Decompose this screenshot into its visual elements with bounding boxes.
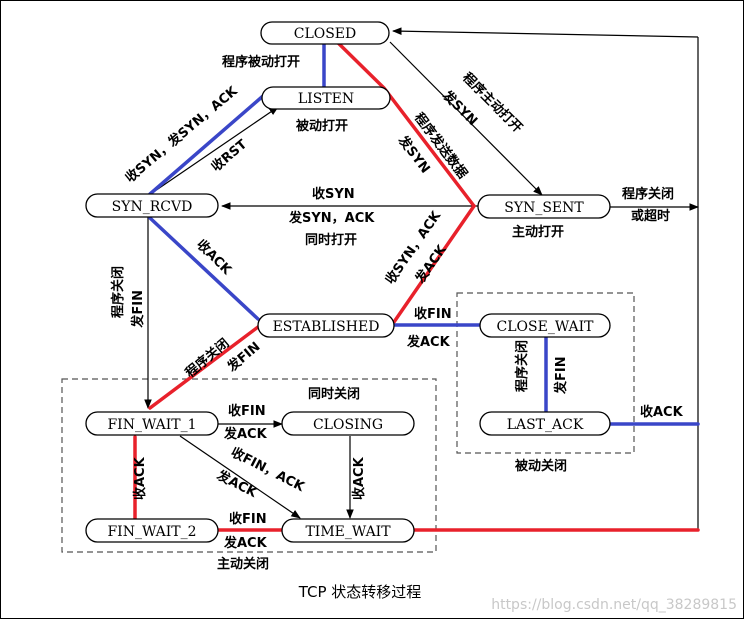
label-active-close: 主动关闭 — [217, 556, 269, 572]
server-path — [148, 42, 700, 426]
state-closed-label: CLOSED — [294, 26, 357, 42]
state-syn-sent-label: SYN_SENT — [504, 200, 584, 216]
label-close-fin-a: 程序关闭 — [110, 266, 126, 318]
state-closed: CLOSED — [260, 21, 390, 45]
label-simul-open-a: 收SYN — [312, 186, 355, 202]
label-fw1-recv-fin-b: 发ACK — [223, 426, 268, 442]
watermark: https://blog.csdn.net/qq_38289815 — [491, 597, 737, 613]
label-simul-open-b: 发SYN，ACK — [288, 210, 375, 226]
state-syn-rcvd: SYN_RCVD — [85, 193, 219, 218]
state-listen: LISTEN — [261, 86, 391, 110]
label-last-ack-recv: 收ACK — [640, 404, 684, 420]
label-recv-rst: 收RST — [208, 136, 250, 175]
active-close-box — [61, 378, 437, 553]
state-established-label: ESTABLISHED — [273, 319, 380, 335]
state-fin-wait-1: FIN_WAIT_1 — [85, 411, 219, 436]
label-cw-close-b: 发FIN — [553, 356, 569, 395]
state-established: ESTABLISHED — [257, 313, 395, 338]
state-fin-wait-2: FIN_WAIT_2 — [85, 518, 219, 543]
label-close-fin-b: 发FIN — [130, 290, 146, 329]
label-est-recv-fin-a: 收FIN — [414, 306, 452, 322]
label-closing-recv-ack: 收ACK — [351, 456, 367, 500]
label-fw1-recv-ack: 收ACK — [132, 456, 148, 500]
label-cw-close-a: 程序关闭 — [514, 340, 530, 392]
state-last-ack-label: LAST_ACK — [507, 417, 584, 433]
label-close-timeout-a: 程序关闭 — [622, 186, 674, 202]
diagram-caption: TCP 状态转移过程 — [298, 583, 422, 601]
label-recv-ack: 收ACK — [193, 237, 235, 279]
passive-close-box — [456, 292, 635, 454]
state-closing-label: CLOSING — [313, 417, 383, 433]
state-last-ack: LAST_ACK — [479, 411, 611, 436]
label-fw1-recv-fin-a: 收FIN — [228, 403, 266, 419]
state-time-wait-label: TIME_WAIT — [305, 524, 391, 540]
label-simul-close: 同时关闭 — [308, 386, 360, 402]
state-close-wait: CLOSE_WAIT — [479, 313, 611, 338]
label-fw2-recv-fin-a: 收FIN — [229, 511, 267, 527]
state-fin-wait-2-label: FIN_WAIT_2 — [107, 524, 196, 540]
label-listen-sub: 被动打开 — [295, 118, 348, 134]
state-syn-sent: SYN_SENT — [477, 194, 611, 219]
label-fw2-recv-fin-b: 发ACK — [223, 535, 268, 551]
label-est-close-a: 程序关闭 — [182, 335, 232, 381]
label-fw1-finack-b: 发ACK — [213, 467, 260, 502]
label-simul-open-c: 同时打开 — [305, 232, 357, 248]
label-passive-close: 被动关闭 — [514, 458, 567, 474]
label-passive-open-cmd: 程序被动打开 — [222, 54, 300, 70]
label-active-open-sub: 主动打开 — [512, 224, 564, 240]
label-est-recv-fin-b: 发ACK — [406, 334, 451, 350]
state-closing: CLOSING — [281, 411, 415, 436]
state-listen-label: LISTEN — [298, 91, 354, 107]
state-syn-rcvd-label: SYN_RCVD — [112, 199, 193, 215]
state-close-wait-label: CLOSE_WAIT — [497, 319, 595, 335]
state-time-wait: TIME_WAIT — [281, 518, 415, 543]
thin-transitions — [144, 27, 699, 530]
state-fin-wait-1-label: FIN_WAIT_1 — [107, 417, 196, 433]
label-close-timeout-b: 或超时 — [631, 208, 670, 224]
